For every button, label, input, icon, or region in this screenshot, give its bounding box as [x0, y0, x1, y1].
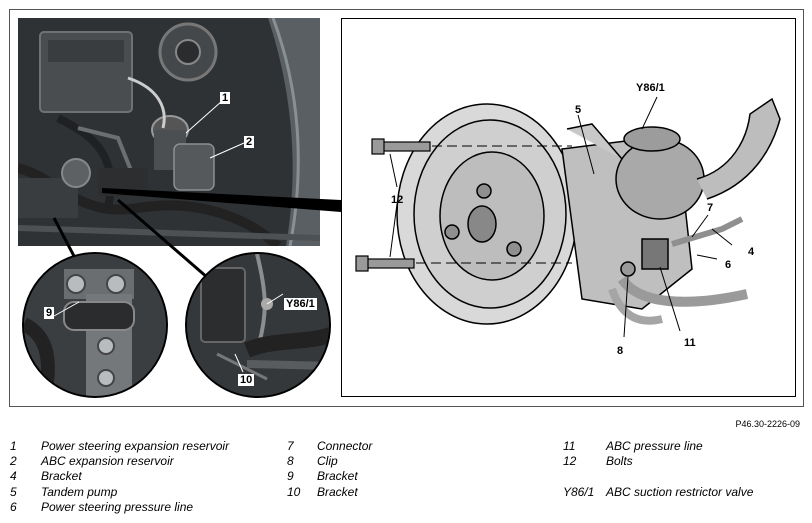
legend-number: 2 — [10, 454, 17, 469]
callout-9: 9 — [44, 307, 55, 319]
callout-6: 6 — [725, 259, 732, 271]
legend-number: 10 — [287, 484, 301, 499]
legend-text: Tandem pump — [41, 484, 118, 499]
callout-12: 12 — [391, 194, 404, 206]
callout-5: 5 — [575, 104, 582, 116]
figure-frame — [9, 9, 804, 407]
legend-text: Power steering pressure line — [41, 499, 194, 514]
legend-number: 6 — [10, 499, 17, 514]
reference-code: P46.30-2226-09 — [735, 419, 800, 429]
callout-7: 7 — [707, 202, 714, 214]
legend-row-spacer — [563, 469, 753, 484]
engine-bay-photo — [18, 18, 320, 246]
callout-y86-inset: Y86/1 — [284, 298, 317, 310]
legend-row: Y86/1 ABC suction restrictor valve — [563, 485, 753, 500]
legend-number: Y86/1 — [563, 484, 595, 499]
valve-y86-illustration — [187, 254, 329, 396]
legend-text: Bracket — [317, 484, 358, 499]
legend-text: Bolts — [606, 454, 633, 469]
callout-10: 10 — [238, 374, 255, 386]
legend-row: 6 Power steering pressure line — [10, 500, 229, 515]
callout-11: 11 — [684, 337, 696, 349]
bracket-9-illustration — [24, 254, 166, 396]
legend-row: 9 Bracket — [287, 469, 372, 484]
legend-number: 7 — [287, 439, 294, 453]
legend-number: 12 — [563, 454, 577, 469]
legend-row: 1 Power steering expansion reservoir — [10, 439, 229, 454]
legend-text: Power steering expansion reservoir — [41, 439, 230, 453]
callout-4: 4 — [748, 246, 755, 258]
legend-text: Bracket — [317, 469, 358, 484]
legend-number: 4 — [10, 469, 17, 484]
callout-1: 1 — [220, 92, 231, 104]
callout-8: 8 — [617, 345, 624, 357]
inset-valve-y86 — [185, 252, 331, 398]
legend-number: 8 — [287, 454, 294, 469]
legend-text: Clip — [317, 454, 338, 469]
legend-text: ABC expansion reservoir — [41, 454, 174, 469]
inset-bracket-9 — [22, 252, 168, 398]
legend-row: 5 Tandem pump — [10, 485, 229, 500]
legend-row: 4 Bracket — [10, 469, 229, 484]
legend-row: 11 ABC pressure line — [563, 439, 753, 454]
legend-column-1: 1 Power steering expansion reservoir 2 ABC… — [10, 439, 229, 515]
tandem-pump-inset — [341, 18, 796, 397]
legend-number — [563, 469, 606, 484]
legend-text: Bracket — [41, 469, 82, 484]
callout-2: 2 — [244, 136, 255, 148]
legend-column-3: 11 ABC pressure line 12 Bolts Y86/1 ABC suc… — [563, 439, 753, 500]
legend-row: 2 ABC expansion reservoir — [10, 454, 229, 469]
engine-bay-illustration — [18, 18, 320, 246]
legend-row: 12 Bolts — [563, 454, 753, 469]
legend-row: 8 Clip — [287, 454, 372, 469]
legend-row: 10 Bracket — [287, 485, 372, 500]
legend-row: 7 Connector — [287, 439, 372, 454]
tandem-pump-drawing — [355, 96, 781, 338]
legend-number: 11 — [563, 439, 576, 453]
callout-y86-main: Y86/1 — [636, 82, 665, 94]
legend-number: 5 — [10, 484, 17, 499]
legend-number: 9 — [287, 469, 294, 484]
legend-text: Connector — [317, 439, 373, 453]
legend-text: ABC pressure line — [606, 439, 703, 453]
legend-number: 1 — [10, 439, 17, 453]
legend-text: ABC suction restrictor valve — [606, 484, 754, 499]
